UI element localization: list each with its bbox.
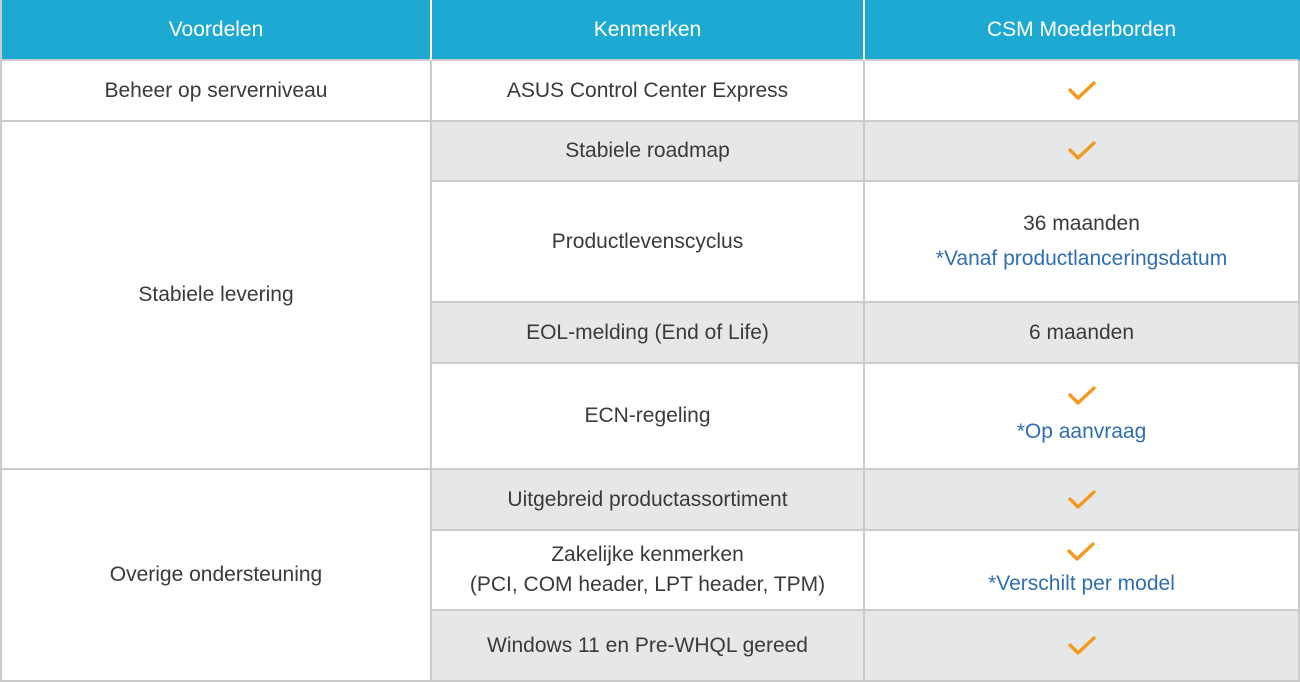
note-text: *Op aanvraag — [1016, 420, 1147, 443]
feature-cell: Windows 11 en Pre-WHQL gereed — [432, 611, 865, 682]
value-cell — [865, 122, 1300, 182]
header-voordelen: Voordelen — [0, 0, 432, 61]
value-cell: 36 maanden *Vanaf productlanceringsdatum — [865, 182, 1300, 303]
feature-line-1: Zakelijke kenmerken — [551, 543, 744, 566]
checkmark-icon — [1067, 141, 1096, 160]
checkmark-icon — [1067, 80, 1096, 100]
feature-cell: Stabiele roadmap — [432, 122, 865, 182]
note-text: *Vanaf productlanceringsdatum — [935, 247, 1228, 270]
value-cell: *Op aanvraag — [865, 364, 1300, 470]
feature-line-2: (PCI, COM header, LPT header, TPM) — [469, 573, 826, 596]
group-overige-ondersteuning: Overige ondersteuning — [0, 470, 432, 682]
checkmark-icon — [1067, 542, 1096, 561]
feature-cell: ECN-regeling — [432, 364, 865, 470]
note-text: *Verschilt per model — [988, 572, 1175, 595]
value-cell — [865, 470, 1300, 531]
feature-cell: Zakelijke kenmerken (PCI, COM header, LP… — [432, 531, 865, 611]
header-kenmerken: Kenmerken — [432, 0, 865, 61]
group-beheer: Beheer op serverniveau — [0, 61, 432, 122]
checkmark-icon — [1067, 489, 1096, 509]
value-cell — [865, 61, 1300, 122]
value-cell — [865, 611, 1300, 682]
group-stabiele-levering: Stabiele levering — [0, 122, 432, 470]
feature-cell: Uitgebreid productassortiment — [432, 470, 865, 531]
value-text: 36 maanden — [1023, 212, 1140, 235]
value-cell: 6 maanden — [865, 303, 1300, 364]
feature-cell: ASUS Control Center Express — [432, 61, 865, 122]
checkmark-icon — [1067, 635, 1096, 655]
header-csm-moederborden: CSM Moederborden — [865, 0, 1300, 61]
feature-cell: Productlevenscyclus — [432, 182, 865, 303]
value-cell: *Verschilt per model — [865, 531, 1300, 611]
feature-cell: EOL-melding (End of Life) — [432, 303, 865, 364]
checkmark-icon — [1067, 386, 1096, 405]
